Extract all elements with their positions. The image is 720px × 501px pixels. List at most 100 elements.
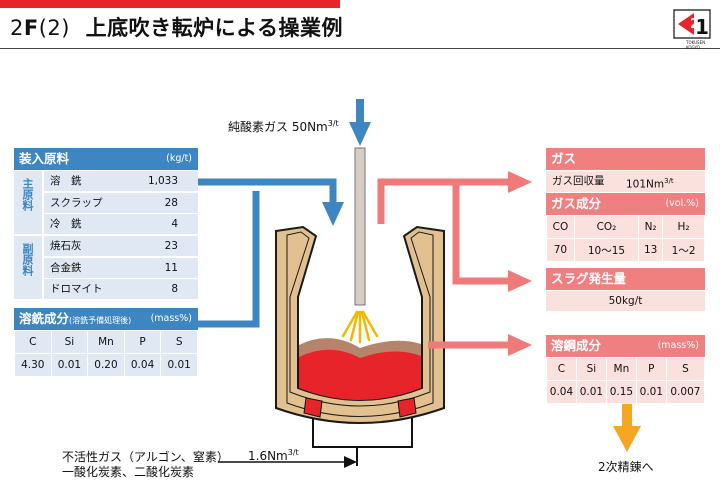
sub-material-group: 副原料 (14, 236, 42, 299)
gas-comp-title: ガス成分 (551, 196, 602, 211)
logo-caption: TOKUSEN KOGYO (686, 40, 706, 50)
charge-item-value: 1,033 (147, 175, 178, 187)
gas-title: ガス (551, 151, 577, 166)
molten-steel (299, 349, 421, 400)
steel-output-arrow (428, 334, 532, 356)
hot-metal-element: C (14, 330, 52, 354)
hot-metal-value: 0.01 (50, 353, 89, 377)
gas-recovery-label: ガス回収量 (552, 175, 605, 187)
hot-metal-value: 4.30 (14, 353, 52, 377)
hot-metal-value: 0.20 (87, 353, 125, 377)
gas-component: CO (546, 215, 575, 239)
charge-item-name: ドロマイト (50, 283, 103, 295)
hot-metal-feed-arrow (197, 191, 260, 328)
hot-metal-element: S (160, 330, 198, 354)
bottom-gas-pipe (312, 418, 413, 448)
hot-metal-element: P (123, 330, 162, 354)
slag-table: スラグ発生量 50kg/t (546, 268, 705, 311)
charge-item-value: 23 (164, 240, 178, 252)
page-title: 2F(2) 上底吹き転炉による操業例 (10, 12, 343, 42)
oxygen-lance (354, 147, 366, 306)
charge-item-name: 焼石灰 (50, 240, 82, 252)
charge-item-name: スクラップ (50, 196, 103, 209)
charge-row: 溶 銑 1,033 (44, 171, 198, 191)
main-material-group-label: 主原料 (21, 178, 34, 211)
header-accent-bar (0, 0, 340, 8)
gas-component-value: 1～2 (662, 238, 705, 262)
slag-title: スラグ発生量 (551, 271, 627, 286)
charge-item-value: 4 (171, 218, 178, 230)
next-step-label: 2次精錬へ (598, 460, 654, 474)
steel-title: 溶鋼成分 (551, 338, 602, 353)
steel-unit: (mass%) (657, 340, 699, 351)
hot-metal-title: 溶銑成分 (19, 311, 70, 326)
gas-component-value: 10～15 (573, 238, 640, 262)
hot-metal-header: 溶銑成分(溶銑予備処理後) (mass%) (14, 308, 198, 330)
inert-gas-flow-value: 1.6Nm (248, 449, 288, 463)
svg-text:2: 2 (690, 17, 699, 32)
gas-recovery-unit: 3/t (664, 177, 674, 185)
hot-metal-unit: (mass%) (150, 313, 192, 324)
steel-element: S (665, 357, 706, 381)
charge-table-header: 装入原料 (kg/t) (14, 148, 198, 170)
steel-value: 0.01 (575, 380, 607, 404)
inert-gas-label: 不活性ガス（アルゴン、窒素） 一酸化炭素、二酸化炭素 (62, 450, 229, 480)
gas-recovery-row: ガス回収量 101Nm3/t (546, 170, 705, 192)
hot-metal-element: Si (50, 330, 89, 354)
gas-header: ガス (546, 148, 705, 170)
slag-output-arrow (452, 182, 532, 292)
bottom-gas-arrow (344, 456, 357, 468)
main-material-group: 主原料 (14, 171, 42, 234)
gas-component: CO₂ (573, 215, 640, 239)
hot-metal-subtitle: (溶銑予備処理後) (69, 316, 132, 325)
steel-value: 0.15 (605, 380, 637, 404)
gas-component: H₂ (662, 215, 705, 239)
secondary-refining-arrow (613, 404, 641, 452)
steel-element: Mn (605, 357, 637, 381)
sub-material-group-label: 副原料 (21, 243, 34, 276)
inert-gas-flow-unit: 3/t (287, 448, 299, 457)
hot-metal-value: 0.01 (160, 353, 198, 377)
bottom-tuyere-left (303, 397, 323, 418)
steel-value: 0.04 (546, 380, 577, 404)
hot-metal-element: Mn (87, 330, 125, 354)
charge-table: 装入原料 (kg/t) (14, 148, 198, 170)
charge-item-value: 28 (164, 196, 178, 209)
charge-item-name: 溶 銑 (50, 175, 82, 187)
bottom-tuyere-right (397, 397, 417, 418)
gas-component-value: 70 (546, 238, 575, 262)
gas-component-value: 13 (638, 238, 664, 262)
charge-item-name: 合金鉄 (50, 261, 82, 274)
title-paren: (2) (38, 16, 70, 40)
charge-item-value: 11 (164, 261, 178, 274)
svg-text:1: 1 (695, 15, 709, 39)
gas-component: N₂ (638, 215, 664, 239)
gas-comp-unit: (vol.%) (665, 198, 699, 209)
charge-row: 焼石灰 23 (44, 236, 198, 256)
inert-gas-line1: 不活性ガス（アルゴン、窒素） (62, 450, 229, 464)
oxygen-label: 純酸素ガス 50Nm3/t (228, 118, 339, 135)
charge-row: スクラップ 28 (44, 192, 198, 213)
oxygen-arrow (349, 99, 371, 146)
steel-element: C (546, 357, 577, 381)
steel-header: 溶鋼成分 (mass%) (546, 335, 705, 357)
title-number: 2 (10, 16, 24, 40)
inert-gas-flow: 1.6Nm3/t (248, 448, 299, 463)
steel-element: Si (575, 357, 607, 381)
header-divider (0, 48, 720, 49)
oxygen-label-unit: 3/t (327, 119, 339, 128)
company-logo-icon: 1 2 (673, 9, 711, 39)
